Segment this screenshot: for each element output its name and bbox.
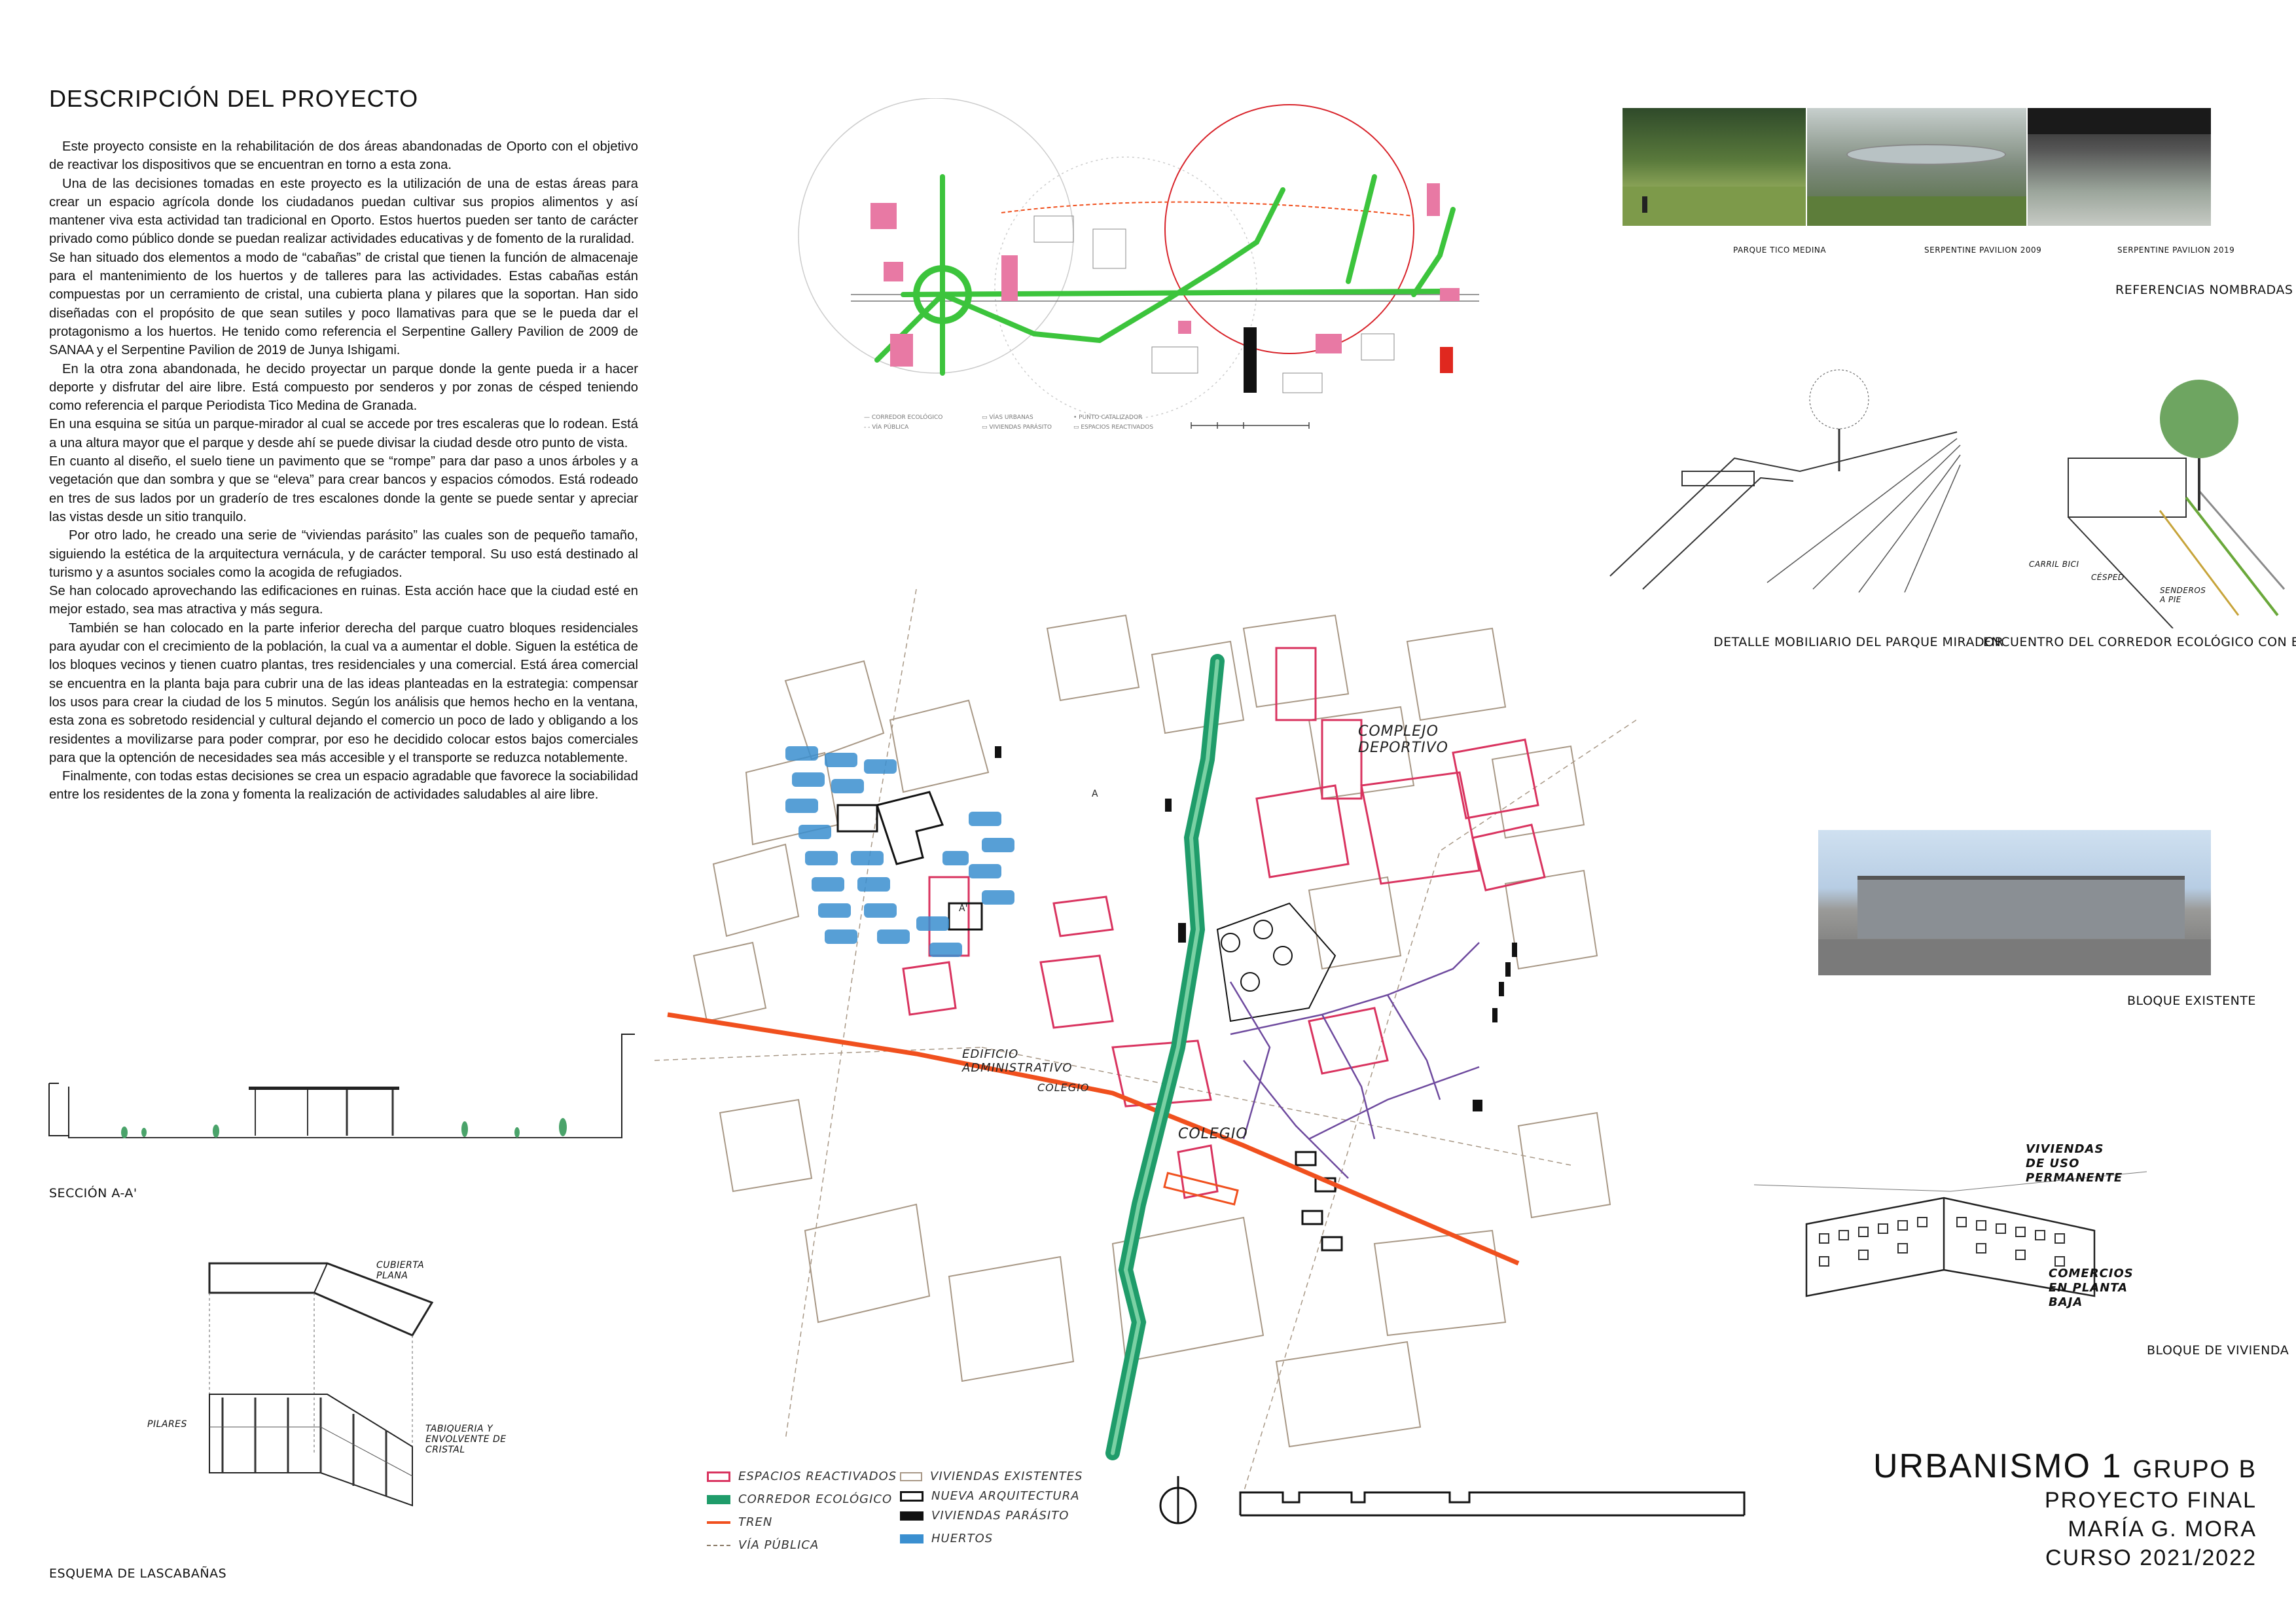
existing-block-caption: BLOQUE EXISTENTE (2127, 994, 2256, 1008)
detalle-caption: DETALLE MOBILIARIO DEL PARQUE MIRADOR (1713, 635, 2004, 649)
legend-label: VIVIENDAS PARÁSITO (931, 1509, 1069, 1523)
description-body: Este proyecto consiste en la rehabilitac… (49, 137, 638, 804)
cabin-scheme-caption: ESQUEMA DE LASCABAÑAS (49, 1566, 227, 1581)
description-paragraph: Este proyecto consiste en la rehabilitac… (49, 139, 638, 173)
ref1-caption: PARQUE TICO MEDINA (1733, 245, 1827, 255)
legend-label: TREN (738, 1515, 773, 1529)
tabiqueria-label: TABIQUERIA Y ENVOLVENTE DE CRISTAL (425, 1424, 507, 1455)
credits-block: URBANISMO 1 GRUPO B PROYECTO FINAL MARÍA… (1873, 1447, 2257, 1572)
top-strategy-map: — CORREDOR ECOLÓGICO - - VÍA PÚBLICA ▭ V… (798, 98, 1479, 431)
group-label: GRUPO B (2132, 1456, 2257, 1483)
map-label-colegio-1: COLEGIO (1037, 1081, 1090, 1094)
description-paragraph: En la otra zona abandonada, he decido pr… (49, 361, 638, 414)
year-label: CURSO 2021/2022 (2045, 1545, 2257, 1570)
map-label-edificio: EDIFICIO ADMINISTRATIVO (962, 1047, 1073, 1075)
legend-via: VÍA PÚBLICA (707, 1538, 819, 1552)
cubierta-label: CUBIERTA PLANA (376, 1260, 425, 1281)
description-paragraph: Se han situado dos elementos a modo de “… (49, 250, 638, 358)
description-paragraph: También se han colocado en la parte infe… (49, 621, 638, 765)
map-label-section-a: A (1092, 789, 1098, 799)
description-paragraph: Finalmente, con todas estas decisiones s… (49, 769, 638, 803)
legend-swatch (707, 1471, 730, 1482)
description-paragraph: Por otro lado, he creado una serie de “v… (49, 528, 638, 580)
svg-text:• PUNTO CATALIZADOR: • PUNTO CATALIZADOR (1073, 414, 1142, 421)
legend-label: VÍA PÚBLICA (738, 1538, 819, 1552)
legend-swatch (707, 1494, 730, 1504)
author-label: MARÍA G. MORA (2068, 1517, 2257, 1542)
housing-block-caption: BLOQUE DE VIVIENDA (2147, 1343, 2289, 1358)
photo-tico-medina (1623, 108, 1806, 226)
legend-label: NUEVA ARQUITECTURA (931, 1489, 1080, 1503)
svg-text:▭ VIVIENDAS PARÁSITO: ▭ VIVIENDAS PARÁSITO (982, 423, 1052, 431)
legend-label: VIVIENDAS EXISTENTES (930, 1470, 1083, 1483)
section-drawing (48, 1034, 635, 1138)
photo-serpentine-2019 (2028, 108, 2211, 226)
section-caption: SECCIÓN A-A' (49, 1186, 137, 1200)
corridor-train-sketch (2068, 380, 2286, 628)
legend-swatch (707, 1521, 730, 1524)
legend-parasito: VIVIENDAS PARÁSITO (900, 1509, 1069, 1523)
cesped-label: CÉSPED (2091, 573, 2125, 582)
map-label-colegio-2: COLEGIO (1178, 1126, 1248, 1142)
main-site-plan (655, 589, 1636, 1492)
svg-text:▭ VÍAS URBANAS: ▭ VÍAS URBANAS (982, 413, 1033, 421)
legend-existentes: VIVIENDAS EXISTENTES (900, 1470, 1083, 1483)
legend-swatch (900, 1511, 924, 1521)
description-paragraph: Se han colocado aprovechando las edifica… (49, 584, 638, 617)
cabin-scheme-drawing (208, 1262, 434, 1507)
ref2-caption: SERPENTINE PAVILION 2009 (1924, 245, 2042, 255)
carril-bici-label: CARRIL BICI (2029, 560, 2079, 569)
description-paragraph: Una de las decisiones tomadas en este pr… (49, 176, 638, 247)
svg-text:— CORREDOR ECOLÓGICO: — CORREDOR ECOLÓGICO (864, 413, 942, 421)
photo-serpentine-2009 (1807, 108, 2026, 226)
legend-espacios: ESPACIOS REACTIVADOS (707, 1470, 897, 1483)
photo-existing-block (1818, 830, 2211, 975)
svg-text:- - VÍA PÚBLICA: - - VÍA PÚBLICA (864, 423, 909, 431)
description-title: DESCRIPCIÓN DEL PROYECTO (49, 85, 419, 112)
map-label-complejo: COMPLEJO DEPORTIVO (1358, 723, 1449, 756)
description-paragraph: En cuanto al diseño, el suelo tiene un p… (49, 454, 638, 524)
legend-swatch (707, 1544, 730, 1546)
housing-block-sketch (1754, 1171, 2147, 1297)
legend-swatch (900, 1471, 922, 1481)
legend-corredor: CORREDOR ECOLÓGICO (707, 1492, 892, 1506)
north-arrow-icon (1159, 1476, 1197, 1525)
senderos-label: SENDEROS A PIE (2160, 586, 2206, 604)
legend-swatch (900, 1490, 924, 1502)
encuentro-caption: ENCUENTRO DEL CORREDOR ECOLÓGICO CON EL … (1983, 635, 2296, 649)
project-label: PROYECTO FINAL (2045, 1488, 2257, 1513)
legend-swatch (900, 1534, 924, 1543)
references-title: REFERENCIAS NOMBRADAS (2115, 283, 2293, 297)
legend-huertos: HUERTOS (900, 1532, 993, 1545)
pilares-label: PILARES (147, 1419, 187, 1430)
svg-text:▭ ESPACIOS REACTIVADOS: ▭ ESPACIOS REACTIVADOS (1073, 424, 1153, 431)
course-title: URBANISMO 1 (1873, 1447, 2123, 1485)
description-paragraph: En una esquina se sitúa un parque-mirado… (49, 417, 638, 450)
legend-label: ESPACIOS REACTIVADOS (738, 1470, 897, 1483)
viviendas-uso-label: VIVIENDAS DE USO PERMANENTE (2026, 1142, 2123, 1185)
mirador-furniture-sketch (1609, 369, 1961, 593)
legend-label: HUERTOS (931, 1532, 994, 1545)
legend-label: CORREDOR ECOLÓGICO (738, 1492, 893, 1506)
legend-nueva: NUEVA ARQUITECTURA (900, 1489, 1080, 1503)
scale-bar (1239, 1491, 1746, 1517)
map-label-section-a2: A' (959, 903, 968, 914)
ref3-caption: SERPENTINE PAVILION 2019 (2117, 245, 2235, 255)
comercios-label: COMERCIOS EN PLANTA BAJA (2049, 1267, 2134, 1309)
legend-tren: TREN (707, 1515, 772, 1529)
